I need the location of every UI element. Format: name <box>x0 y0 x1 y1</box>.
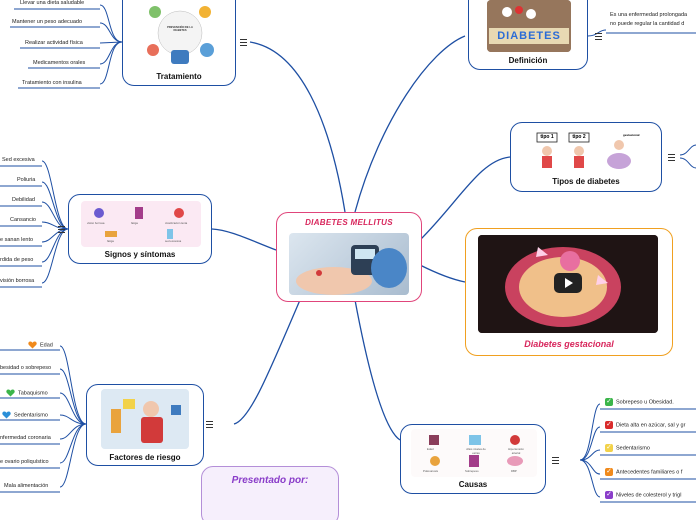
signos-item[interactable]: rdida de peso <box>0 257 34 263</box>
lines-icon[interactable] <box>58 226 65 233</box>
heart-icon <box>28 341 37 349</box>
signos-item[interactable]: visión borrosa <box>0 278 35 284</box>
glucometer-hand-image <box>296 245 407 295</box>
causas-img-label: Poliovarosis <box>423 469 439 473</box>
factores-item[interactable]: Tabaquismo <box>6 389 48 397</box>
tratamiento-title: Tratamiento <box>156 72 202 81</box>
factores-image <box>101 389 189 449</box>
tratamiento-item[interactable]: Tratamiento con insulina <box>22 80 82 86</box>
gestacional-label: gestacional <box>623 133 640 137</box>
play-icon <box>565 278 573 288</box>
factores-item[interactable]: Sedentarismo <box>2 411 48 419</box>
tratamiento-item[interactable]: Llevar una dieta saludable <box>20 0 85 6</box>
lines-icon[interactable] <box>668 154 675 161</box>
causas-title: Causas <box>458 480 488 489</box>
lines-icon[interactable] <box>595 33 602 40</box>
definicion-text-line1[interactable]: Es una enfermedad prolongada <box>610 12 688 18</box>
causas-img-label: Edad <box>427 447 434 451</box>
causas-item[interactable]: ✓Sobrepeso u Obesidad. <box>605 398 674 406</box>
factores-item[interactable]: e ovario poliquístico <box>0 459 49 465</box>
definicion-title: Definición <box>508 56 548 65</box>
play-button[interactable] <box>554 273 582 293</box>
signos-img-label: cicatrización lenta <box>165 221 188 225</box>
factores-node[interactable]: Factores de riesgo <box>86 384 204 466</box>
center-node[interactable]: DIABETES MELLITUS <box>276 212 422 302</box>
tratamiento-node[interactable]: PREVENCIÓN DE LA DIABETES Tratamiento <box>122 0 236 86</box>
check-icon: ✓ <box>605 468 613 476</box>
factores-title: Factores de riesgo <box>109 453 181 462</box>
signos-item[interactable]: Debilidad <box>12 197 35 203</box>
causas-img-label: Hipertensión arterial <box>508 447 524 455</box>
factores-item[interactable]: nfermedad coronaria <box>0 435 51 441</box>
gestacional-video[interactable] <box>478 235 658 333</box>
causas-img-label: DBP <box>511 469 517 473</box>
gestacional-node[interactable]: Diabetes gestacional <box>465 228 673 356</box>
definicion-node[interactable]: DIABETES Definición <box>468 0 588 70</box>
tratamiento-item[interactable]: Medicamentos orales <box>33 60 86 66</box>
causas-img-label: Altos niveles de estrés <box>466 447 486 455</box>
signos-img-label: sed excesiva <box>165 239 182 243</box>
signos-item[interactable]: Poliuria <box>17 177 36 183</box>
definicion-image-text: DIABETES <box>497 30 561 42</box>
causas-item[interactable]: ✓Antecedentes familiares o f <box>605 468 683 476</box>
tipos-node[interactable]: tipo 1 tipo 2 gestacional Tipos de diabe… <box>510 122 662 192</box>
tratamiento-image-text: PREVENCIÓN DE LA DIABETES <box>167 26 193 32</box>
lines-icon[interactable] <box>552 457 559 464</box>
check-icon: ✓ <box>605 444 613 452</box>
signos-img-label: visión borrosa <box>87 221 105 225</box>
lines-icon[interactable] <box>240 39 247 46</box>
presentado-title: Presentado por: <box>231 475 309 486</box>
gestacional-title: Diabetes gestacional <box>524 339 614 349</box>
tratamiento-item[interactable]: Mantener un peso adecuado <box>12 19 83 25</box>
signos-item[interactable]: Sed excesiva <box>2 157 35 163</box>
center-image <box>289 233 409 295</box>
signos-item[interactable]: e sanan lento <box>0 237 34 243</box>
heart-icon <box>2 411 11 419</box>
heart-icon <box>6 389 15 397</box>
factores-item[interactable]: Edad <box>28 341 53 349</box>
signos-img-label: fatiga <box>107 239 114 243</box>
tratamiento-item[interactable]: Realizar actividad física <box>25 40 83 46</box>
presentado-node[interactable]: Presentado por: <box>201 466 339 520</box>
factores-item[interactable]: Mala alimentación <box>4 483 49 489</box>
signos-title: Signos y síntomas <box>104 250 176 259</box>
tipos-title: Tipos de diabetes <box>552 177 620 186</box>
center-title: DIABETES MELLITUS <box>305 218 393 227</box>
check-icon: ✓ <box>605 421 613 429</box>
signos-item[interactable]: Cansancio <box>10 217 36 223</box>
signos-node[interactable]: visión borrosa fatiga fatiga cicatrizaci… <box>68 194 212 264</box>
tratamiento-image: PREVENCIÓN DE LA DIABETES <box>141 0 219 66</box>
signos-img-label: fatiga <box>131 221 138 225</box>
check-icon: ✓ <box>605 491 613 499</box>
signos-image: visión borrosa fatiga fatiga cicatrizaci… <box>81 201 201 247</box>
definicion-image: DIABETES <box>487 0 571 52</box>
causas-image: Edad Altos niveles de estrés Hipertensió… <box>411 429 537 477</box>
definicion-text-line2[interactable]: no puede regular la cantidad d <box>610 21 685 27</box>
check-icon: ✓ <box>605 398 613 406</box>
tipos-image: tipo 1 tipo 2 gestacional <box>533 127 643 175</box>
causas-item[interactable]: ✓Dieta alta en azúcar, sal y gr <box>605 421 686 429</box>
lines-icon[interactable] <box>206 421 213 428</box>
causas-item[interactable]: ✓Sedentarismo <box>605 444 650 452</box>
tipo2-label: tipo 2 <box>572 134 586 140</box>
factores-item[interactable]: besidad o sobrepeso <box>0 365 52 371</box>
causas-item[interactable]: ✓Niveles de colesterol y trigl <box>605 491 682 499</box>
causas-node[interactable]: Edad Altos niveles de estrés Hipertensió… <box>400 424 546 494</box>
tipo1-label: tipo 1 <box>540 134 554 140</box>
causas-img-label: Sobrepeso <box>465 469 479 473</box>
